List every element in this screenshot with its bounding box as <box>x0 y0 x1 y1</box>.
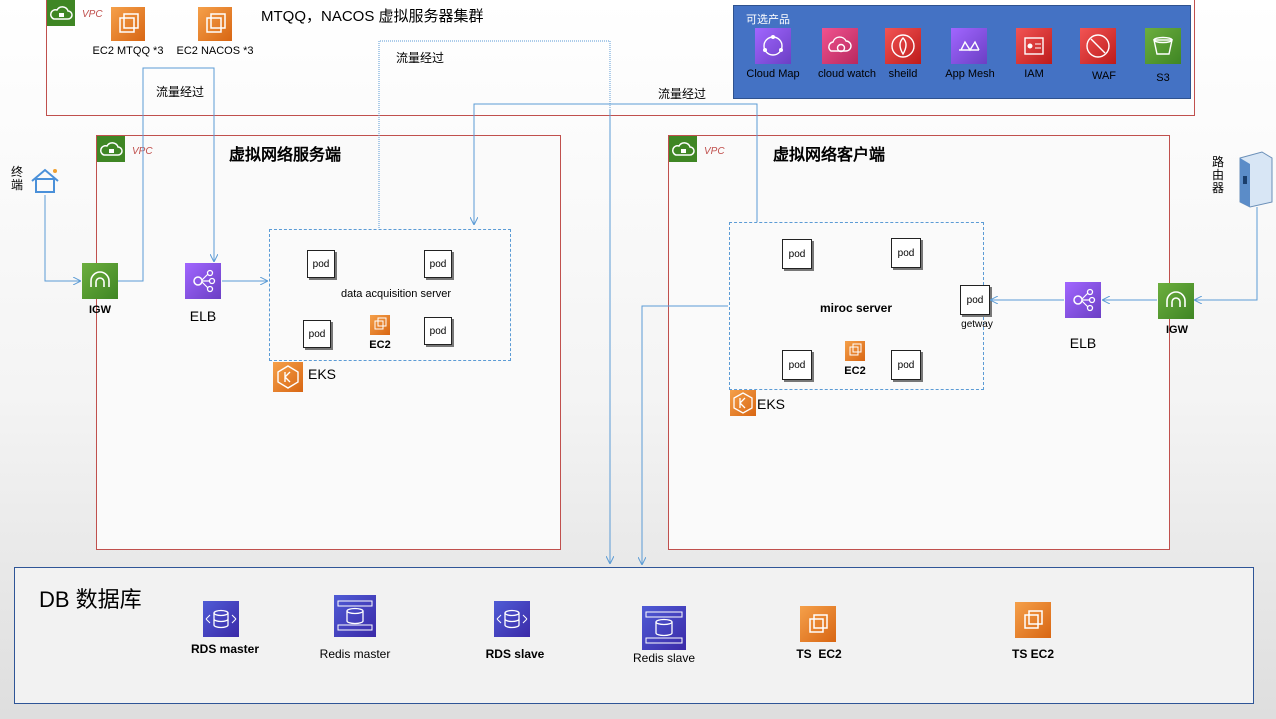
eks-icon <box>730 390 756 416</box>
optional-item-label: Cloud Map <box>746 68 800 80</box>
eks-label: EKS <box>308 366 337 382</box>
eks-icon <box>273 362 303 392</box>
shield-icon <box>885 28 921 64</box>
ec2-mtqq-label: EC2 MTQQ *3 <box>92 45 164 57</box>
igw-label: IGW <box>89 304 111 316</box>
s3-bucket-icon <box>1145 28 1181 64</box>
redis-master-icon <box>334 595 376 637</box>
db-item-label: RDS slave <box>485 647 545 661</box>
pod-icon: pod <box>303 320 331 348</box>
router-label: 路由器 <box>1212 155 1225 195</box>
rds-master-icon <box>203 601 239 637</box>
server-eks-cluster <box>269 229 511 361</box>
pod-icon: pod <box>891 238 921 268</box>
optional-item-label: IAM <box>1024 68 1044 80</box>
iam-icon <box>1016 28 1052 64</box>
client-vpc-box <box>668 135 1170 550</box>
igw-server-icon <box>82 263 118 299</box>
ts-ec2-icon <box>800 606 836 642</box>
arrow-eks-nacos <box>378 40 611 562</box>
vpc-cloud-icon <box>669 136 697 162</box>
terminal-home-icon <box>28 165 62 195</box>
pod-icon: pod <box>891 350 921 380</box>
pod-icon: pod <box>424 317 452 345</box>
top-vpc-box <box>46 0 1195 116</box>
arrow-igw-mtqq <box>118 67 215 282</box>
gateway-label: getway <box>961 319 993 330</box>
ec2-label: EC2 <box>844 365 866 377</box>
pod-icon: pod <box>307 250 335 278</box>
cluster-title: MTQQ，NACOS 虚拟服务器集群 <box>261 8 484 25</box>
app-mesh-icon <box>951 28 987 64</box>
elb-label: ELB <box>1069 335 1097 351</box>
ec2-icon <box>370 315 390 335</box>
server-name: miroc server <box>819 301 893 315</box>
elb-server-icon <box>185 263 221 299</box>
elb-client-icon <box>1065 282 1101 318</box>
arrow-router-igw <box>1195 207 1258 300</box>
optional-item-label: App Mesh <box>945 68 995 80</box>
ec2-nacos-label: EC2 NACOS *3 <box>176 45 254 57</box>
cloudwatch-icon <box>822 28 858 64</box>
optional-item-label: cloud watch <box>817 68 877 80</box>
arrow-client-eks-top <box>474 103 758 224</box>
terminal-label: 终端 <box>11 165 24 192</box>
redis-slave-icon <box>642 606 686 650</box>
db-item-label: TS EC2 <box>1011 647 1054 661</box>
db-item-label: Redis slave <box>632 651 696 665</box>
pod-icon: pod <box>782 239 812 269</box>
db-item-label: Redis master <box>319 647 391 661</box>
server-side-title: 虚拟网络服务端 <box>229 147 342 164</box>
vpc-label: VPC <box>82 9 103 20</box>
vpc-label: VPC <box>132 146 153 157</box>
optional-item-label: WAF <box>1091 70 1117 82</box>
ec2-label: EC2 <box>369 339 391 351</box>
router-icon <box>1238 150 1274 208</box>
cloud-map-icon <box>755 28 791 64</box>
igw-label: IGW <box>1166 324 1188 336</box>
ts-ec2-icon <box>1015 602 1051 638</box>
pod-icon: pod <box>782 350 812 380</box>
pod-icon: pod <box>424 250 452 278</box>
flow-label: 流量经过 <box>396 51 445 65</box>
flow-label: 流量经过 <box>156 85 205 99</box>
optional-products-title: 可选产品 <box>746 14 790 26</box>
rds-slave-icon <box>494 601 530 637</box>
db-item-label: RDS master <box>190 642 260 656</box>
igw-client-icon <box>1158 283 1194 319</box>
vpc-cloud-icon <box>97 136 125 162</box>
client-side-title: 虚拟网络客户端 <box>773 147 886 164</box>
vpc-label: VPC <box>704 146 725 157</box>
arrow-client-to-db <box>642 305 728 564</box>
elb-label: ELB <box>189 308 217 324</box>
optional-item-label: sheild <box>888 68 918 80</box>
vpc-cloud-icon <box>47 0 75 26</box>
eks-label: EKS <box>757 396 786 412</box>
flow-label: 流量经过 <box>658 87 707 101</box>
server-name: data acquisition server <box>340 288 452 300</box>
ec2-mtqq-icon <box>111 7 145 41</box>
ec2-nacos-icon <box>198 7 232 41</box>
db-title: DB 数据库 <box>39 587 142 612</box>
waf-icon <box>1080 28 1116 64</box>
optional-item-label: S3 <box>1156 72 1170 84</box>
ec2-icon <box>845 341 865 361</box>
db-item-label: TS EC2 <box>796 647 842 661</box>
arrow-terminal-igw <box>44 195 80 281</box>
gateway-pod-icon: pod <box>960 285 990 315</box>
